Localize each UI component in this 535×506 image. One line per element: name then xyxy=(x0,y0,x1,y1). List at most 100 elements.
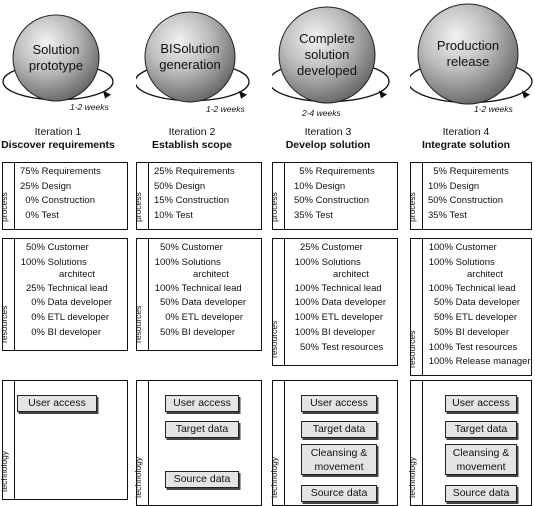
resource-name-continued: architect xyxy=(193,268,229,280)
resource-name: Data developer xyxy=(321,297,387,309)
sphere-title-line: Complete xyxy=(299,31,355,46)
resource-name: Solutions xyxy=(47,256,87,268)
resource-percent: 0% xyxy=(165,312,179,324)
process-row: 50% Design xyxy=(149,180,259,195)
resource-percent: 100% xyxy=(294,282,319,294)
sphere-graphic xyxy=(272,6,390,104)
process-percent: 0% xyxy=(25,195,39,207)
resource-percent: 50% xyxy=(159,297,179,309)
process-label: process xyxy=(406,192,417,222)
resource-percent: 100% xyxy=(20,256,45,268)
resource-name: Solutions xyxy=(321,256,361,268)
resource-name: Data developer xyxy=(181,297,247,309)
duration-label: 1-2 weeks xyxy=(474,104,513,114)
process-name: Design xyxy=(175,180,206,192)
process-percent: 10% xyxy=(427,180,447,192)
process-name: Construction xyxy=(41,195,95,207)
resource-name: Customer xyxy=(455,242,497,253)
orbit-arrow-icon xyxy=(379,90,387,99)
sphere-ball xyxy=(417,3,519,105)
sphere-ball xyxy=(278,6,376,104)
resource-percent: 50% xyxy=(433,326,453,338)
resource-row: 0% ETL developer xyxy=(15,311,125,326)
phase-title: Discover requirements xyxy=(1,139,115,151)
resource-row: 100% BI developer xyxy=(285,326,395,341)
process-percent: 10% xyxy=(153,210,173,222)
resource-name: Test resources xyxy=(321,341,384,353)
resources-side-label: resources xyxy=(133,239,149,350)
resource-percent: 100% xyxy=(294,256,319,268)
sphere-graphic xyxy=(2,14,114,102)
orbit-arrow-icon xyxy=(103,90,111,99)
process-row: 50% Construction xyxy=(423,194,529,209)
technology-component: User access xyxy=(445,395,517,412)
process-percent: 10% xyxy=(293,180,313,192)
technology-component: Source data xyxy=(445,485,517,502)
orbit-arrow-icon xyxy=(239,90,247,99)
resource-name: ETL developer xyxy=(321,312,384,324)
iteration-number: Iteration 1 xyxy=(34,126,82,138)
resource-name: BI developer xyxy=(321,326,375,338)
sphere-ball xyxy=(144,11,236,103)
orbit-arrow-icon xyxy=(522,90,530,99)
resource-percent: 50% xyxy=(159,326,179,338)
resources-label: resources xyxy=(406,330,417,368)
process-row: 15% Construction xyxy=(149,194,259,209)
technology-side-label: technology xyxy=(407,381,423,505)
resource-name: Technical lead xyxy=(455,282,516,294)
resource-percent: 50% xyxy=(25,242,45,253)
resource-name: Data developer xyxy=(455,297,521,309)
technology-component: Cleansing & movement xyxy=(445,444,517,475)
resource-row: 50% Data developer xyxy=(423,296,529,311)
process-row: 5% Requirements xyxy=(285,165,395,180)
resource-percent: 100% xyxy=(428,356,453,368)
resource-name: Solutions xyxy=(181,256,221,268)
process-row: 0% Test xyxy=(15,209,125,224)
resource-percent: 100% xyxy=(154,256,179,268)
resource-percent: 100% xyxy=(294,297,319,309)
resource-percent: 100% xyxy=(428,341,453,353)
sphere-title-line: solution xyxy=(304,47,350,62)
process-percent: 35% xyxy=(427,210,447,222)
technology-label: technology xyxy=(132,456,143,498)
phase-title: Develop solution xyxy=(285,139,371,151)
process-name: Construction xyxy=(315,195,369,207)
technology-component: Cleansing & movement xyxy=(301,444,377,475)
resource-row: 0% BI developer xyxy=(15,326,125,341)
resources-label: resources xyxy=(0,305,9,343)
process-name: Requirements xyxy=(315,166,375,177)
process-name: Design xyxy=(41,180,72,192)
technology-component: User access xyxy=(17,395,97,412)
resource-name: ETL developer xyxy=(181,312,244,324)
resources-label: resources xyxy=(268,320,279,358)
resource-percent: 100% xyxy=(428,282,453,294)
resource-name: Technical lead xyxy=(181,282,242,294)
resource-name: Release manager xyxy=(455,356,531,368)
resource-name-continued: architect xyxy=(333,268,369,280)
sphere-graphic xyxy=(136,11,250,103)
process-row: 25% Design xyxy=(15,180,125,195)
technology-component: Source data xyxy=(301,485,377,502)
process-name: Design xyxy=(315,180,346,192)
resource-row: 100% Technical lead xyxy=(423,282,529,297)
resource-name: Technical lead xyxy=(47,282,108,294)
resource-name: Customer xyxy=(47,242,89,253)
sphere-ball xyxy=(12,14,100,102)
resource-percent: 100% xyxy=(294,312,319,324)
resource-row: 50% BI developer xyxy=(149,326,259,341)
resource-name: Technical lead xyxy=(321,282,382,294)
process-row: 10% Design xyxy=(285,180,395,195)
resource-name: BI developer xyxy=(181,326,235,338)
process-percent: 5% xyxy=(433,166,447,177)
sphere-graphic xyxy=(410,3,533,105)
process-name: Test xyxy=(41,210,59,222)
